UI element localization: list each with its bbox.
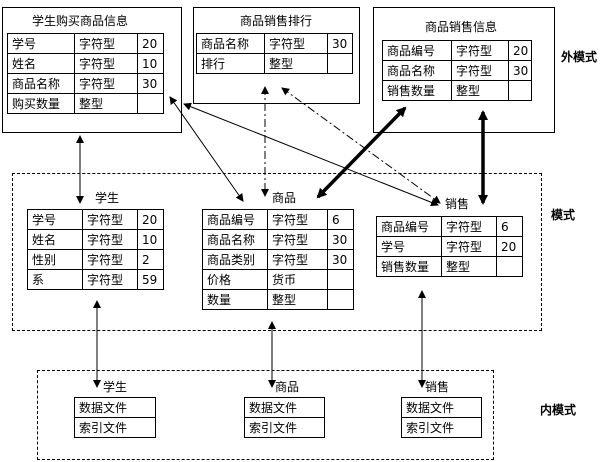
table-row: 排行整型 <box>196 53 353 74</box>
table-row: 索引文件 <box>74 417 156 438</box>
field-name: 学号 <box>27 209 83 230</box>
field-name: 商品编号 <box>382 40 452 61</box>
field-name: 学号 <box>376 236 442 257</box>
sales-ranking-title: 商品销售排行 <box>240 14 313 28</box>
purchase-info-title: 学生购买商品信息 <box>32 14 129 28</box>
internal-sales-title: 销售 <box>425 380 450 394</box>
arrow-ranking-sales <box>281 87 441 204</box>
arrow-salesinfo-product <box>316 106 407 199</box>
field-length: 20 <box>508 40 532 61</box>
field-type: 字符型 <box>267 249 328 270</box>
field-length: 30 <box>137 73 164 94</box>
schema-sales-title: 销售 <box>445 197 470 211</box>
field-type: 字符型 <box>82 269 138 290</box>
field-length <box>496 256 523 277</box>
field-name: 商品类别 <box>202 249 268 270</box>
field-length <box>327 289 354 310</box>
internal-student-files: 数据文件 索引文件 <box>74 397 156 438</box>
field-length: 20 <box>496 236 523 257</box>
field-type: 整型 <box>451 80 509 101</box>
field-type: 字符型 <box>264 33 328 54</box>
field-length <box>508 80 532 101</box>
field-name: 商品名称 <box>7 73 75 94</box>
field-type: 整型 <box>441 256 497 277</box>
table-row: 购买数量整型 <box>7 93 164 114</box>
field-type: 整型 <box>74 93 138 114</box>
internal-student-title: 学生 <box>103 380 128 394</box>
index-file: 索引文件 <box>244 417 325 438</box>
field-type: 整型 <box>264 53 328 74</box>
table-row: 价格货币 <box>202 269 354 290</box>
field-type: 字符型 <box>82 229 138 250</box>
field-length <box>137 93 164 114</box>
external-level-label: 外模式 <box>561 50 598 64</box>
field-length: 59 <box>137 269 164 290</box>
table-row: 索引文件 <box>401 417 482 438</box>
internal-product-files: 数据文件 索引文件 <box>244 397 325 438</box>
table-row: 索引文件 <box>244 417 325 438</box>
schema-level-label: 模式 <box>551 208 576 222</box>
field-type: 字符型 <box>74 33 138 54</box>
table-row: 数据文件 <box>244 397 325 418</box>
field-name: 销售数量 <box>376 256 442 277</box>
field-type: 字符型 <box>267 229 328 250</box>
arrow-purchase-sales <box>183 102 439 207</box>
internal-product-title: 商品 <box>275 380 300 394</box>
table-row: 销售数量整型 <box>376 256 523 277</box>
field-name: 商品名称 <box>202 229 268 250</box>
sales-info-title: 商品销售信息 <box>425 20 498 34</box>
field-length: 20 <box>137 33 164 54</box>
index-file: 索引文件 <box>74 417 156 438</box>
field-length: 30 <box>327 249 354 270</box>
field-name: 系 <box>27 269 83 290</box>
field-type: 字符型 <box>267 209 328 230</box>
schema-student-title: 学生 <box>95 191 120 205</box>
internal-level-label: 内模式 <box>540 403 577 417</box>
field-length <box>327 53 353 74</box>
field-length: 10 <box>137 229 164 250</box>
index-file: 索引文件 <box>401 417 482 438</box>
internal-region <box>37 370 494 460</box>
field-length: 30 <box>508 60 532 81</box>
field-name: 排行 <box>196 53 265 74</box>
field-type: 整型 <box>267 289 328 310</box>
table-row: 数量整型 <box>202 289 354 310</box>
field-name: 购买数量 <box>7 93 75 114</box>
internal-sales-files: 数据文件 索引文件 <box>401 397 482 438</box>
field-name: 数量 <box>202 289 268 310</box>
field-name: 性别 <box>27 249 83 270</box>
data-file: 数据文件 <box>244 397 325 418</box>
